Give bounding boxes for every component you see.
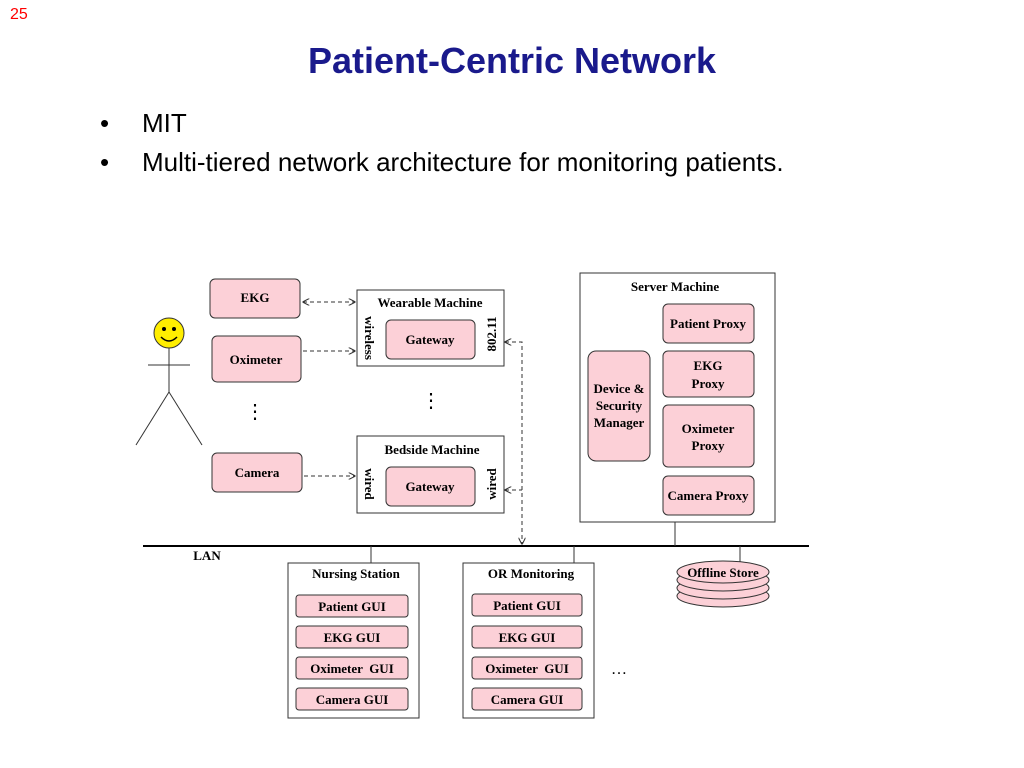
wearable-lan-link — [505, 342, 522, 544]
sensor-oximeter-label: Oximeter — [230, 352, 283, 367]
or-monitoring-title: OR Monitoring — [488, 566, 575, 581]
bedside-machine: Bedside Machine Gateway wired wired — [356, 435, 505, 514]
bullet-item: •Multi-tiered network architecture for m… — [100, 147, 784, 177]
manager-line-2: Security — [596, 398, 643, 413]
or-monitoring: OR Monitoring Patient GUI EKG GUI Oximet… — [462, 562, 595, 719]
offline-store-label: Offline Store — [687, 565, 759, 580]
sensor-camera-label: Camera — [235, 465, 280, 480]
or-ekg-gui: EKG GUI — [499, 630, 556, 645]
patient-figure — [135, 317, 203, 446]
slide-number: 25 — [10, 6, 28, 23]
or-camera-gui: Camera GUI — [491, 692, 564, 707]
bullet-text: MIT — [142, 108, 187, 138]
wearable-right-link-label: 802.11 — [484, 316, 499, 351]
manager-line-1: Device & — [594, 381, 645, 396]
wearable-gateway-label: Gateway — [405, 332, 455, 347]
sensor-oximeter: Oximeter — [211, 335, 302, 383]
nursing-ekg-gui: EKG GUI — [324, 630, 381, 645]
sensor-ekg-label: EKG — [241, 290, 270, 305]
device-security-manager — [587, 350, 651, 462]
offline-store: Offline Store — [676, 560, 770, 608]
bullet-item: •MIT — [100, 108, 187, 138]
slide-title: Patient-Centric Network — [307, 40, 717, 81]
oximeter-proxy-line-1: Oximeter — [682, 421, 735, 436]
nursing-camera-gui: Camera GUI — [316, 692, 389, 707]
ekg-proxy-line-1: EKG — [694, 358, 723, 373]
wearable-machine: Wearable Machine Gateway wireless 802.11 — [356, 289, 505, 367]
server-machine-title: Server Machine — [631, 279, 719, 294]
bullet-text: Multi-tiered network architecture for mo… — [142, 147, 784, 177]
sensor-camera: Camera — [211, 452, 303, 493]
bullet-list: •MIT •Multi-tiered network architecture … — [100, 108, 784, 186]
nursing-station-title: Nursing Station — [312, 566, 401, 581]
bedside-right-link-label: wired — [484, 467, 499, 499]
stations-ellipsis: … — [611, 661, 627, 678]
manager-line-3: Manager — [594, 415, 645, 430]
camera-proxy-label: Camera Proxy — [668, 488, 749, 503]
or-patient-gui: Patient GUI — [493, 598, 561, 613]
sensor-ekg: EKG — [209, 278, 301, 319]
patient-proxy-label: Patient Proxy — [670, 316, 746, 331]
bedside-gateway-label: Gateway — [405, 479, 455, 494]
lan-label: LAN — [193, 548, 221, 563]
bedside-machine-title: Bedside Machine — [385, 442, 480, 457]
nursing-station: Nursing Station Patient GUI EKG GUI Oxim… — [287, 562, 420, 719]
oximeter-proxy-line-2: Proxy — [692, 438, 725, 453]
nursing-oximeter-gui: Oximeter GUI — [310, 661, 394, 676]
wearable-left-link-label: wireless — [362, 316, 377, 360]
sensors-ellipsis: ⋮ — [245, 401, 265, 423]
wearable-machine-title: Wearable Machine — [377, 295, 482, 310]
machines-ellipsis: ⋮ — [421, 390, 441, 412]
smiley-face-icon — [153, 317, 185, 349]
nursing-patient-gui: Patient GUI — [318, 599, 386, 614]
server-machine: Server Machine Device & Security Manager… — [579, 272, 776, 523]
ekg-proxy-line-2: Proxy — [692, 376, 725, 391]
database-icon — [676, 560, 770, 584]
or-oximeter-gui: Oximeter GUI — [485, 661, 569, 676]
bedside-left-link-label: wired — [362, 468, 377, 500]
